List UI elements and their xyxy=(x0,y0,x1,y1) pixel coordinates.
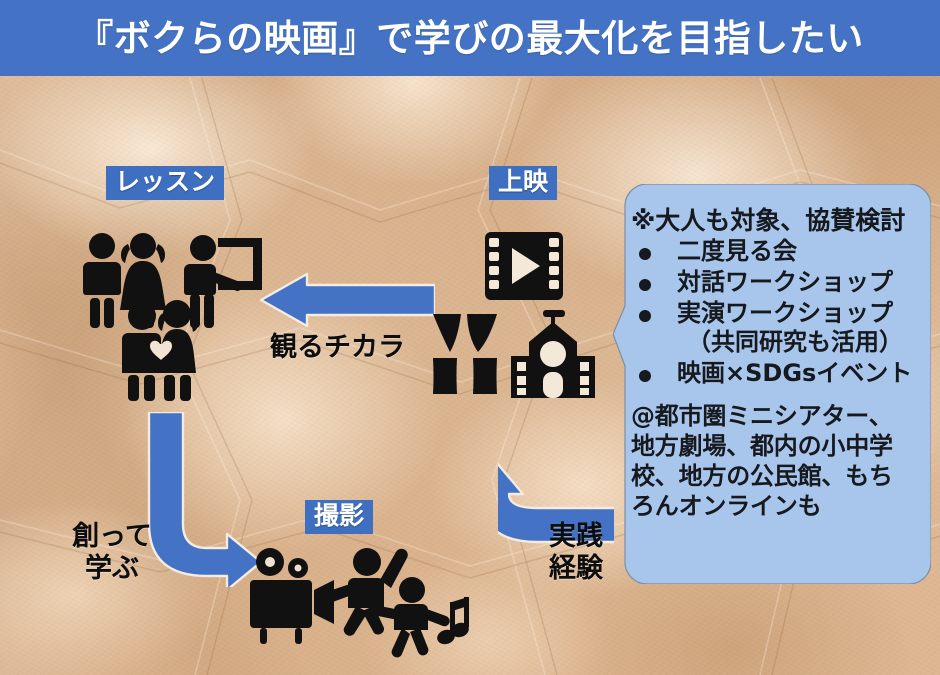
cinema-building-icon xyxy=(511,310,595,398)
icon-group-shooting xyxy=(240,540,480,660)
arrow-label-watching-power: 観るチカラ xyxy=(270,332,405,363)
girl-icon xyxy=(120,233,166,328)
arrow-label-create-line1: 創って xyxy=(72,521,152,552)
arrow-label-create-line2: 学ぶ xyxy=(85,552,139,584)
callout-note-line: @都市圏ミニシアター、 xyxy=(631,401,893,430)
arrow-label-practice-line1: 実践 xyxy=(549,521,603,552)
page-title: 『ボクらの映画』で学びの最大化を目指したい xyxy=(76,16,864,60)
arrow-label-practice-line2: 経験 xyxy=(549,552,603,584)
dancing-person-icon xyxy=(373,577,450,658)
bullet-icon xyxy=(639,309,651,322)
arrow-shooting-to-screening xyxy=(498,454,614,544)
callout-list-item: 対話ワークショップ xyxy=(631,268,921,298)
callout-item-text: 二度見る会 xyxy=(677,237,797,265)
bullet-icon xyxy=(639,278,651,291)
boy-icon xyxy=(83,233,121,328)
callout-item-list: 二度見る会 対話ワークショップ 実演ワークショップ （共同研究も活用） 映画×S… xyxy=(631,237,921,389)
callout-item-subtext: （共同研究も活用） xyxy=(687,328,903,357)
icon-group-lesson xyxy=(72,228,272,403)
callout-note-line: 地方劇場、都内の小中学 xyxy=(631,431,893,460)
couple-icon xyxy=(122,300,198,401)
arrow-screening-to-lesson xyxy=(259,272,435,328)
teacher-with-board-icon xyxy=(184,235,262,328)
callout-item-text: 対話ワークショップ xyxy=(677,267,893,296)
callout-list-item: 二度見る会 xyxy=(631,237,921,267)
bullet-icon xyxy=(639,370,651,383)
callout-list-item: 実演ワークショップ （共同研究も活用） xyxy=(631,299,921,359)
callout-item-text: 実演ワークショップ xyxy=(677,298,893,327)
music-note-icon xyxy=(437,597,469,645)
callout-heading: ※大人も対象、協賛検討 xyxy=(631,206,906,235)
theater-curtain-icon xyxy=(433,314,497,394)
jumping-person-icon xyxy=(323,548,408,636)
callout-note-line: ろんオンラインも xyxy=(631,492,822,521)
icon-group-screening xyxy=(425,230,615,400)
stage-label-screening: 上映 xyxy=(489,166,558,200)
bullet-icon xyxy=(639,248,651,261)
arrow-label-practical-experience: 実践 経験 xyxy=(537,521,615,585)
arrow-lesson-to-shooting xyxy=(147,412,263,587)
callout-content: ※大人も対象、協賛検討 二度見る会 対話ワークショップ 実演ワークショップ （共… xyxy=(613,184,931,584)
slide-header: 『ボクらの映画』で学びの最大化を目指したい xyxy=(0,0,940,76)
stage-label-lesson: レッスン xyxy=(106,166,225,200)
movie-camera-icon xyxy=(250,548,334,644)
film-strip-play-icon xyxy=(485,232,563,300)
callout-note-line: 校、地方の公民館、もち xyxy=(631,462,893,491)
callout-note: @都市圏ミニシアター、 地方劇場、都内の小中学 校、地方の公民館、もち ろんオン… xyxy=(631,401,921,522)
callout-list-item: 映画×SDGsイベント xyxy=(631,359,921,389)
callout-item-text: 映画×SDGsイベント xyxy=(677,359,913,387)
stage-label-shooting: 撮影 xyxy=(305,500,374,534)
arrow-label-create-and-learn: 創って 学ぶ xyxy=(56,521,168,585)
callout-box: ※大人も対象、協賛検討 二度見る会 対話ワークショップ 実演ワークショップ （共… xyxy=(613,184,931,584)
